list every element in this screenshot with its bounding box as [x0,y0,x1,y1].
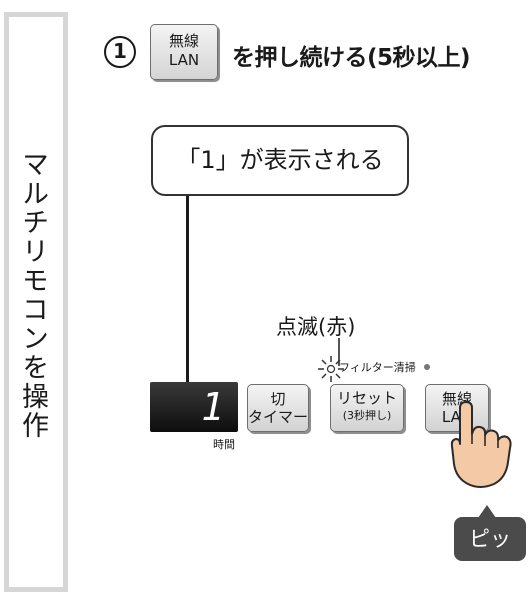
reset-label: リセット [336,389,397,407]
filter-indicator-label: フィルター清掃 [339,361,416,374]
pressing-hand-icon [450,401,512,488]
step-number: 1 [104,36,136,68]
blink-label: 点滅(赤) [276,315,356,339]
display-caption: 時間 [213,438,235,451]
blink-leader-line [338,338,340,366]
side-title: マルチリモコンを操作 [17,150,48,440]
step-key-bottom: LAN [168,51,200,69]
off-timer-label-1: 切 [270,390,286,408]
step-key-top: 無線 [168,32,199,50]
beep-bubble: ピッ [454,517,526,561]
step-instruction: を押し続ける(5秒以上) [232,45,471,71]
callout-leader-line [186,196,189,384]
beep-bubble-tail [478,505,496,518]
off-timer-label-2: タイマー [248,408,309,426]
indicator-dot [424,364,430,370]
step-lan-key: 無線 LAN [150,24,218,80]
reset-button[interactable]: リセット (3秒押し) [330,384,404,432]
reset-sublabel: (3秒押し) [342,409,392,422]
off-timer-button[interactable]: 切 タイマー [247,384,309,432]
time-display: 1 [150,382,238,432]
blink-burst-icon [318,356,344,382]
side-panel [4,12,68,592]
display-callout: 「1」が表示される [151,125,409,196]
